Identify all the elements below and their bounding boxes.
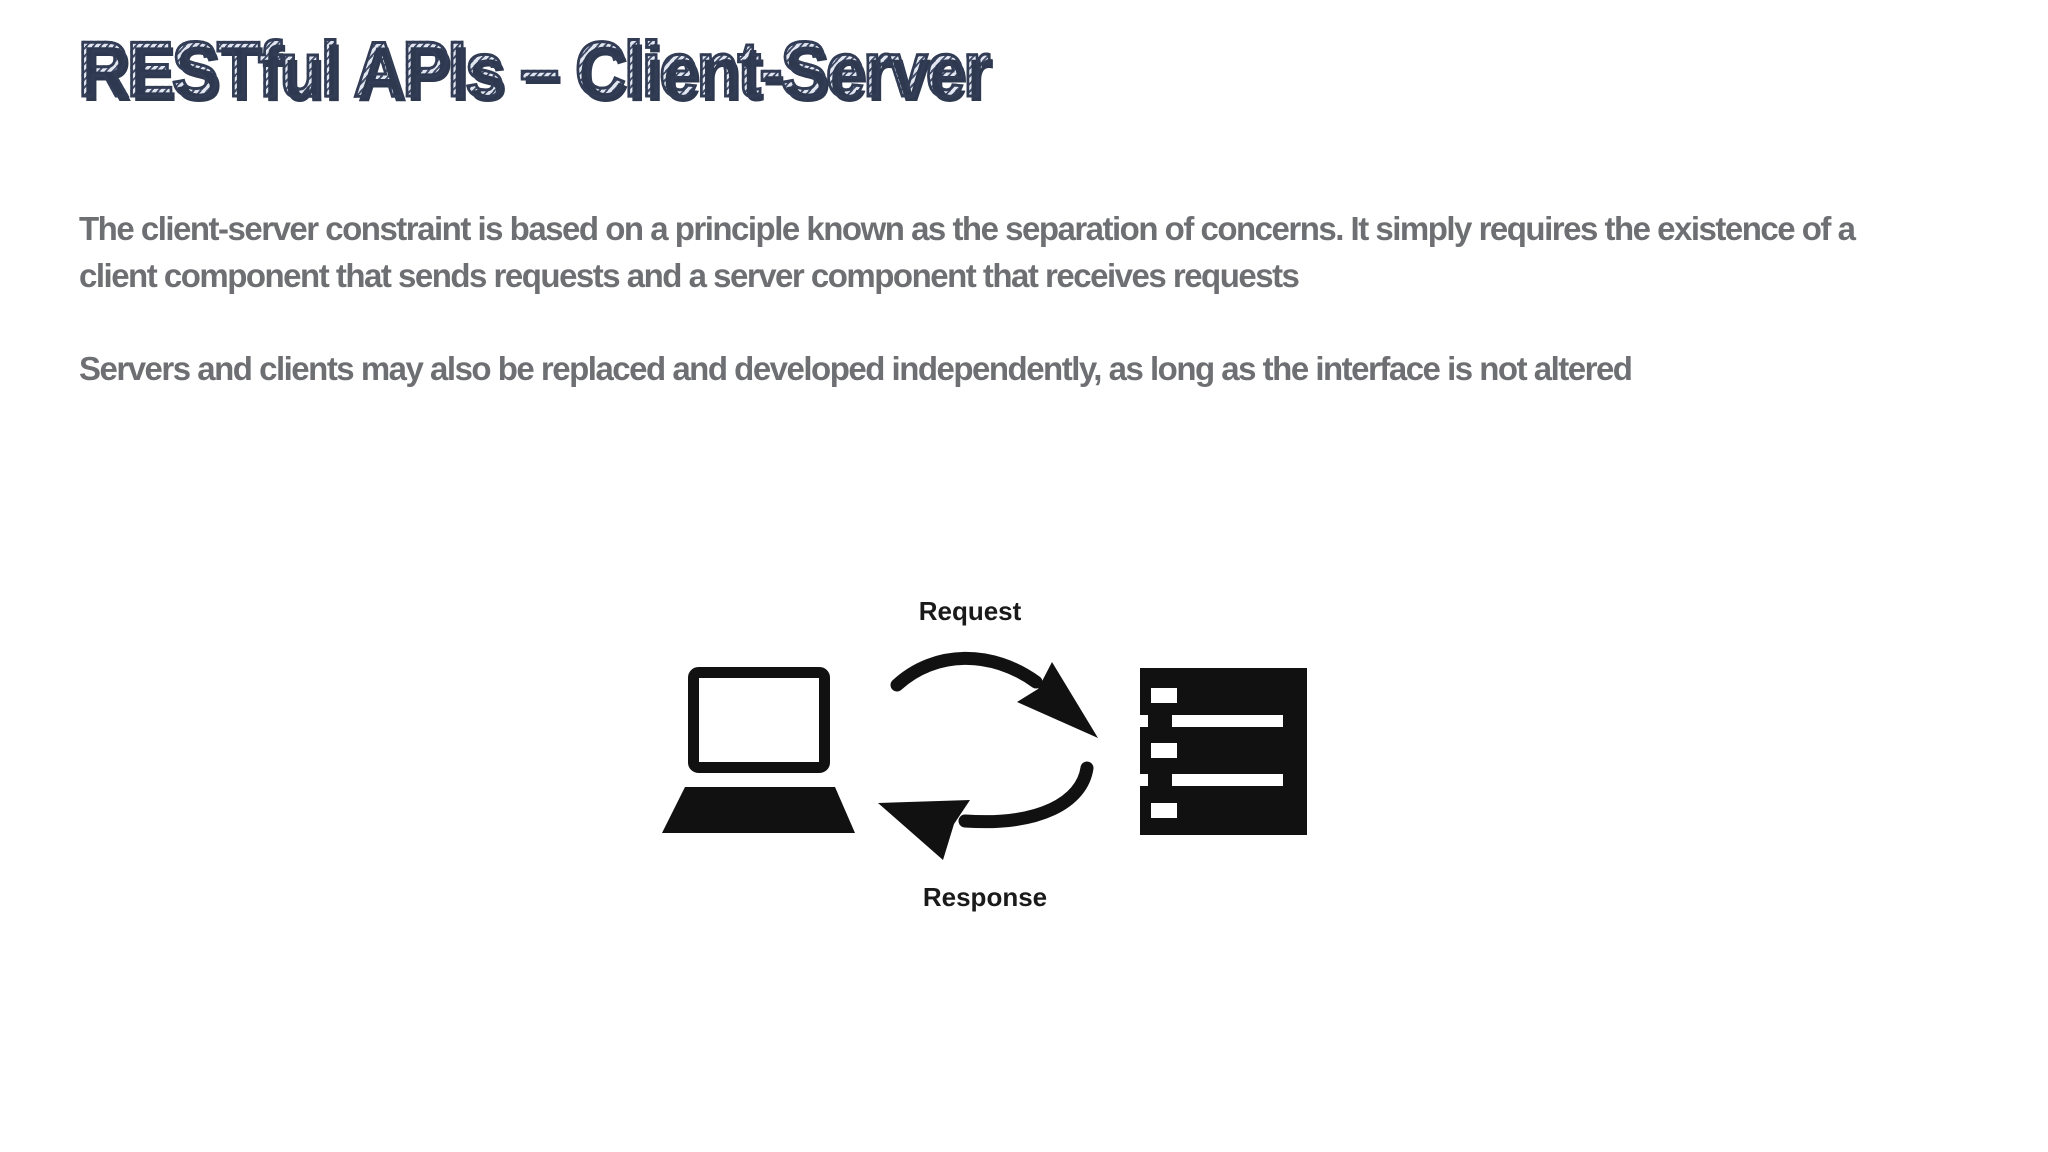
paragraph-independent-development: Servers and clients may also be replaced… (79, 350, 1633, 387)
client-server-diagram: Request (640, 590, 1320, 920)
request-label: Request (918, 596, 1022, 626)
response-label: Response (922, 882, 1048, 912)
slide-title: RESTful APIs – Client-Server (77, 25, 992, 114)
diagram-canvas (662, 651, 1307, 860)
curved-arrow-right-icon (890, 651, 1098, 738)
body-text: The client-server constraint is based on… (79, 205, 1879, 438)
server-rack-icon (1140, 668, 1307, 835)
curved-arrow-left-icon (878, 761, 1094, 860)
paragraph-separation-of-concerns: The client-server constraint is based on… (79, 210, 1856, 294)
laptop-icon (662, 667, 855, 833)
